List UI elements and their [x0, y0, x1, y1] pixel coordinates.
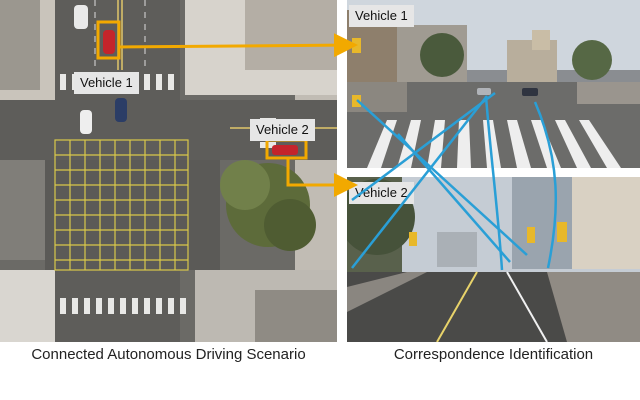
vehicle2-view-label: Vehicle 2	[349, 182, 414, 204]
aerial-view-image: Vehicle 1 Vehicle 2	[0, 0, 337, 342]
vehicle1-view-label: Vehicle 1	[349, 5, 414, 27]
vehicle2-camera-image: Vehicle 2	[347, 177, 640, 342]
caption-left: Connected Autonomous Driving Scenario	[31, 346, 306, 363]
vehicle1-camera-image: Vehicle 1	[347, 0, 640, 168]
vehicle1-aerial-label: Vehicle 1	[74, 72, 139, 94]
vehicle2-aerial-label: Vehicle 2	[250, 119, 315, 141]
caption-right: Correspondence Identification	[393, 346, 594, 363]
